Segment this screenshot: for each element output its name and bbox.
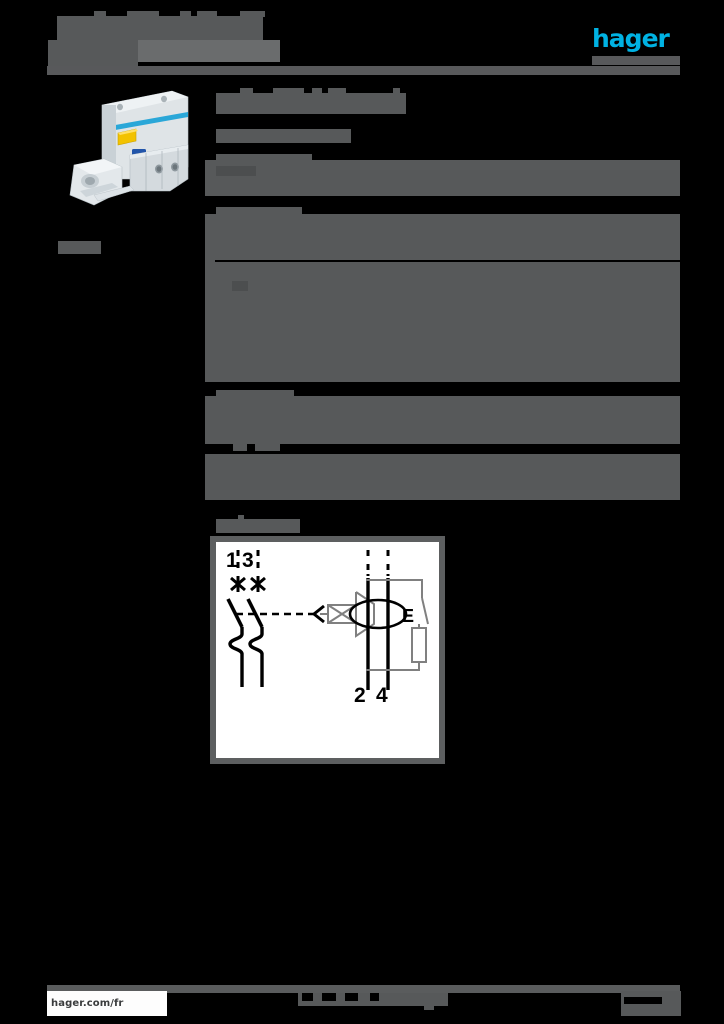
spec-group-4-block	[205, 396, 680, 444]
section-title	[216, 93, 406, 114]
section-title-ascender-d	[328, 88, 346, 93]
spec-group-3-value-a	[352, 264, 652, 271]
spec-group-3-value-b	[286, 338, 661, 344]
contact-symbol-pole2	[250, 576, 266, 592]
product-photo	[60, 83, 192, 218]
spec-group-2-row4-bullet	[205, 256, 215, 263]
spec-group-4-bullet-a	[205, 406, 215, 414]
spec-group-3-label-a	[232, 281, 248, 291]
header-title-line1-ascender-c	[180, 11, 191, 17]
footer-center-gap-c	[345, 993, 358, 1001]
header-title-line1	[57, 16, 263, 40]
spec-group-5-block	[205, 454, 680, 500]
spec-group-2-row1-value	[296, 222, 664, 227]
footer-url[interactable]: hager.com/fr	[47, 991, 167, 1016]
header-title-line1-ascender-d	[197, 11, 217, 17]
spec-group-5-heading-2	[255, 442, 280, 451]
spec-group-4-value-b	[463, 425, 598, 432]
header-title-line1-ascender-e	[240, 11, 265, 17]
terminal-label-1: 1	[226, 549, 238, 572]
diagram-title	[216, 519, 300, 533]
spec-group-3-bullet-b	[205, 280, 215, 289]
thermal-release-pole1	[228, 627, 244, 674]
product-caption	[58, 241, 101, 254]
section-title-ascender-c	[312, 88, 322, 93]
wiring-diagram-frame: 1 3	[210, 536, 445, 764]
diagram-title-ascender	[238, 515, 244, 520]
section-title-ascender-a	[240, 88, 253, 93]
contact-arm-pole1	[226, 598, 244, 628]
footer-center-gap-b	[322, 993, 336, 1001]
footer-center-gap-a	[302, 993, 313, 1001]
footer-divider-rule	[47, 985, 680, 993]
header-divider-rule	[47, 66, 680, 75]
spec-group-1-row-label	[216, 166, 256, 176]
footer-center-descender	[424, 1003, 434, 1010]
test-circuit	[366, 579, 429, 671]
wiring-diagram-svg: 1 3	[226, 549, 429, 707]
header-title-line2	[48, 40, 138, 66]
trip-arrow	[311, 604, 325, 624]
spec-group-2-block	[205, 214, 680, 260]
spec-group-3-bullet-c	[205, 339, 215, 347]
spec-group-2-row2-bullet	[205, 228, 215, 235]
spec-group-4-bullet-b	[205, 418, 215, 426]
header-title-line1-ascender-b	[127, 11, 159, 17]
spec-group-3-bullet-a	[205, 266, 215, 273]
spec-group-2-heading	[216, 207, 302, 216]
header-subtitle	[136, 40, 280, 62]
spec-group-2-row3-label	[222, 248, 240, 254]
contact-symbol-pole1	[230, 576, 246, 592]
thermal-release-pole2	[248, 627, 264, 674]
spec-group-3-bullet-d	[205, 365, 215, 373]
terminal-label-2: 2	[354, 684, 366, 707]
section-subtitle	[216, 129, 351, 143]
spec-group-5-heading	[233, 442, 247, 451]
spec-group-1-heading	[216, 154, 312, 162]
spec-group-4-bullet-c	[205, 430, 215, 438]
wiring-diagram: 1 3	[216, 542, 439, 758]
footer-center-gap-d	[370, 993, 379, 1001]
footer-page-number-notch	[624, 997, 662, 1004]
spec-group-2-row3-bullet	[205, 244, 215, 251]
section-title-ascender-b	[273, 88, 304, 93]
spec-group-4-value-a	[320, 408, 615, 415]
spec-group-4-heading	[216, 390, 294, 398]
spec-group-1-block	[205, 160, 680, 196]
footer-url-text: hager.com/fr	[51, 998, 124, 1009]
terminal-label-4: 4	[376, 684, 388, 707]
spec-group-3-block	[205, 262, 680, 382]
test-button-label: E	[402, 606, 414, 626]
hager-logo: hager	[592, 24, 670, 53]
section-title-ascender-e	[393, 88, 400, 93]
hager-logo-underline	[592, 56, 680, 65]
spec-group-2-row1-bullet	[205, 218, 215, 225]
header-title-line1-ascender-a	[94, 11, 106, 17]
toroid-transformer	[348, 598, 408, 630]
terminal-label-3: 3	[242, 549, 254, 572]
magnetic-trip-solenoid	[320, 591, 375, 638]
